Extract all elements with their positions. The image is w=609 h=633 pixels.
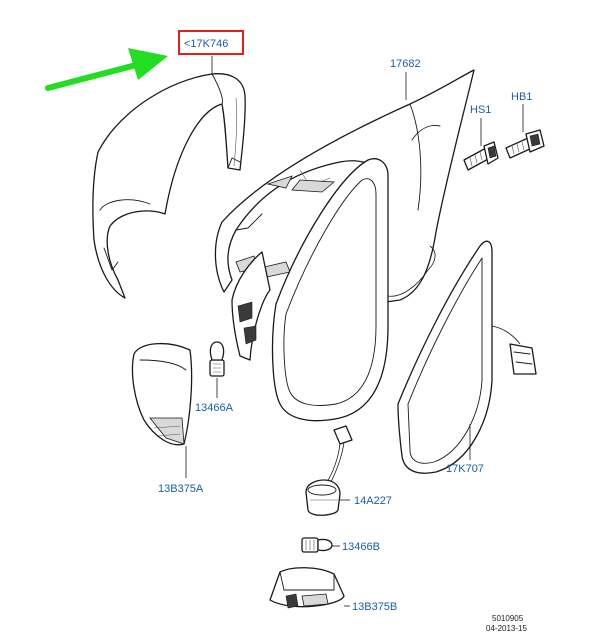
mirror-cover xyxy=(92,73,246,299)
upper-side-lamp xyxy=(131,342,193,446)
label-lamp-lower: 13B375B xyxy=(352,601,397,613)
lower-puddle-lamp xyxy=(269,567,345,609)
label-housing: 17682 xyxy=(390,58,421,70)
label-bolt-hb1: HB1 xyxy=(511,91,532,103)
leader-lines xyxy=(185,56,524,607)
footer-date: 04-2013-15 xyxy=(486,624,527,633)
label-harness: 14A227 xyxy=(354,495,392,507)
footer-code: 5010905 xyxy=(492,614,524,623)
highlight-box xyxy=(178,30,244,55)
label-bulb-lower: 13466B xyxy=(342,541,380,553)
lower-bulb xyxy=(301,537,333,553)
wiring-harness xyxy=(305,425,353,516)
label-lamp-upper: 13B375A xyxy=(158,483,204,495)
screw-hs1 xyxy=(463,141,499,171)
bolt-hb1 xyxy=(505,129,545,159)
upper-bulb xyxy=(209,341,225,377)
green-arrow-icon xyxy=(45,48,168,91)
label-glass: 17K707 xyxy=(446,463,484,475)
mirror-housing xyxy=(214,69,475,422)
label-cover: <17K746 xyxy=(184,38,228,50)
label-screw-hs1: HS1 xyxy=(470,104,491,116)
label-bulb-upper: 13466A xyxy=(195,402,234,414)
mirror-glass xyxy=(397,240,537,474)
